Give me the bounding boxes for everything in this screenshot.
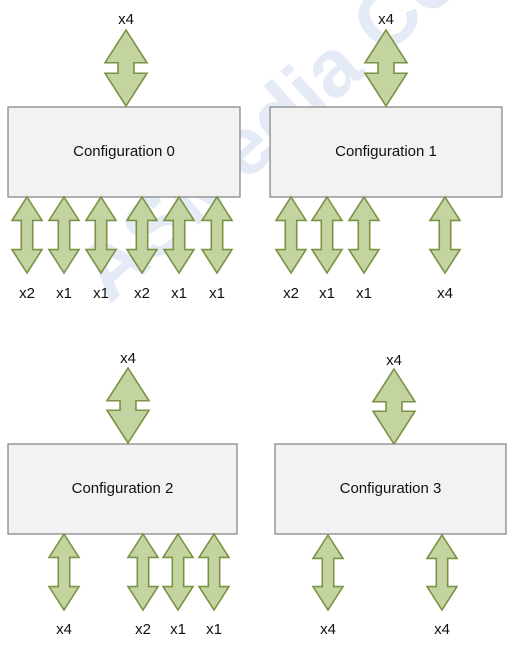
downstream-arrow-1-2 xyxy=(347,195,381,275)
downstream-arrow-2-2 xyxy=(161,532,195,612)
downstream-label-1-3: x4 xyxy=(437,285,453,302)
downstream-arrow-0-4 xyxy=(162,195,196,275)
downstream-label-2-2: x1 xyxy=(170,621,186,638)
upstream-label-0: x4 xyxy=(118,11,134,28)
upstream-arrow-1 xyxy=(363,28,409,108)
downstream-arrow-2-3 xyxy=(197,532,231,612)
configuration-0-box xyxy=(7,106,241,198)
downstream-arrow-3-1 xyxy=(425,533,459,612)
downstream-arrow-2-1 xyxy=(126,532,160,612)
upstream-arrow-2 xyxy=(105,366,151,445)
downstream-arrow-0-2 xyxy=(84,195,118,275)
configuration-1-title: Configuration 1 xyxy=(335,143,437,160)
downstream-label-0-2: x1 xyxy=(93,285,109,302)
downstream-arrow-0-0 xyxy=(10,195,44,275)
downstream-label-3-1: x4 xyxy=(434,621,450,638)
downstream-arrow-0-5 xyxy=(200,195,234,275)
downstream-label-3-0: x4 xyxy=(320,621,336,638)
configuration-3-box xyxy=(274,443,507,535)
downstream-label-0-4: x1 xyxy=(171,285,187,302)
downstream-label-2-0: x4 xyxy=(56,621,72,638)
configuration-0-title: Configuration 0 xyxy=(73,143,175,160)
upstream-arrow-0 xyxy=(103,28,149,108)
downstream-label-0-5: x1 xyxy=(209,285,225,302)
downstream-label-2-1: x2 xyxy=(135,621,151,638)
upstream-label-1: x4 xyxy=(378,11,394,28)
configuration-2-box xyxy=(7,443,238,535)
upstream-label-3: x4 xyxy=(386,352,402,369)
downstream-arrow-1-1 xyxy=(310,195,344,275)
downstream-arrow-2-0 xyxy=(47,532,81,612)
configuration-2-title: Configuration 2 xyxy=(72,480,174,497)
upstream-label-2: x4 xyxy=(120,350,136,367)
downstream-label-1-0: x2 xyxy=(283,285,299,302)
downstream-arrow-0-1 xyxy=(47,195,81,275)
downstream-arrow-1-3 xyxy=(428,195,462,275)
downstream-arrow-0-3 xyxy=(125,195,159,275)
downstream-label-0-1: x1 xyxy=(56,285,72,302)
downstream-label-0-0: x2 xyxy=(19,285,35,302)
downstream-arrow-1-0 xyxy=(274,195,308,275)
downstream-label-0-3: x2 xyxy=(134,285,150,302)
configuration-3-title: Configuration 3 xyxy=(340,480,442,497)
downstream-label-2-3: x1 xyxy=(206,621,222,638)
upstream-arrow-3 xyxy=(371,367,417,446)
downstream-label-1-1: x1 xyxy=(319,285,335,302)
configuration-1-box xyxy=(269,106,503,198)
downstream-label-1-2: x1 xyxy=(356,285,372,302)
downstream-arrow-3-0 xyxy=(311,533,345,612)
